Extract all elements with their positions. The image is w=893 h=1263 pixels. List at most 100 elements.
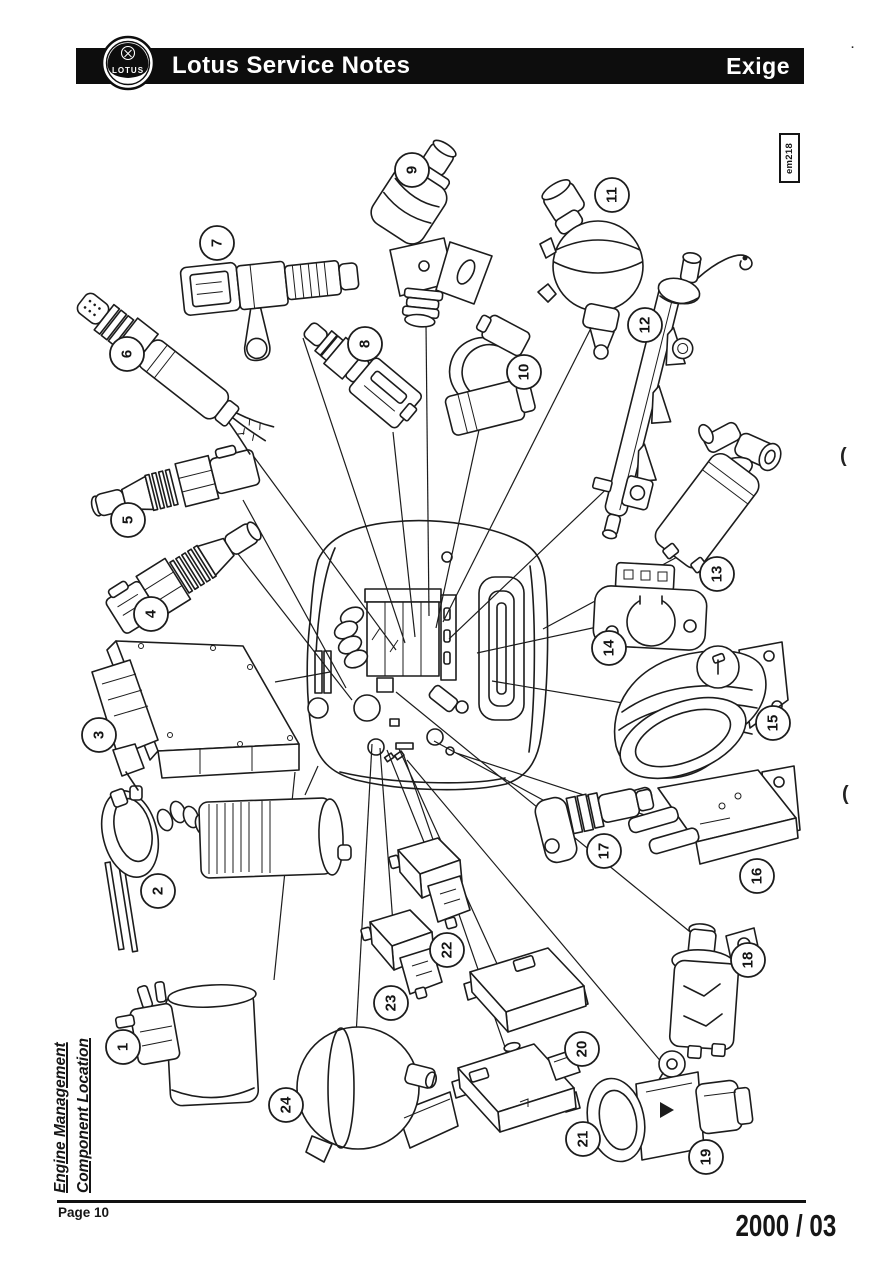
part-12-fuel-rail-drawing xyxy=(591,252,753,540)
model-badge: Exige xyxy=(726,53,790,79)
callout-number: 21 xyxy=(575,1131,592,1148)
callout-2: 2 xyxy=(140,873,176,909)
callout-number: 10 xyxy=(516,364,533,381)
part-11-pressure-regulator-drawing xyxy=(537,179,644,360)
callout-number: 16 xyxy=(749,868,766,885)
callout-circle xyxy=(564,1031,600,1067)
part-2-fuel-pump-drawing xyxy=(100,785,352,953)
callout-number: 17 xyxy=(596,843,613,860)
part-14-throttle-position-sensor-drawing xyxy=(592,561,708,651)
part-22-relay-drawing xyxy=(388,837,471,930)
callout-circle xyxy=(506,354,542,390)
issue-number: 2000 / 03 xyxy=(735,1208,836,1243)
callout-circle xyxy=(594,177,630,213)
scan-tick-mark: · xyxy=(851,42,855,54)
leader-line xyxy=(302,337,406,644)
part-20-relay-module-drawing xyxy=(463,947,589,1033)
callout-number: 8 xyxy=(357,340,374,348)
callout-number: 18 xyxy=(740,952,757,969)
section-title-line2: Component Location xyxy=(75,1038,92,1193)
callout-14: 14 xyxy=(591,630,627,666)
callout-number: 1 xyxy=(115,1043,132,1051)
callout-21: 21 xyxy=(565,1121,601,1157)
part-1-canister-drawing xyxy=(114,980,260,1107)
leader-line xyxy=(406,759,664,1065)
callout-number: 14 xyxy=(601,639,618,656)
callout-18: 18 xyxy=(730,942,766,978)
leader-line xyxy=(448,477,619,640)
callout-number: 13 xyxy=(709,566,726,583)
callout-number: 19 xyxy=(698,1149,715,1166)
callout-circle xyxy=(730,942,766,978)
lotus-logo-text: LOTUS xyxy=(112,66,144,75)
callout-circle xyxy=(565,1121,601,1157)
callout-circle xyxy=(109,336,145,372)
engine-assembly-drawing xyxy=(306,519,549,791)
leader-line xyxy=(355,743,373,1037)
leader-line xyxy=(392,431,416,638)
figure-code-box: em218 xyxy=(779,133,800,183)
callout-circle xyxy=(347,326,383,362)
callout-number: 4 xyxy=(143,609,160,618)
callout-circle xyxy=(755,705,791,741)
leader-line xyxy=(476,626,598,654)
footer-rule xyxy=(57,1200,806,1203)
leader-line xyxy=(379,747,394,925)
callout-circle xyxy=(268,1087,304,1123)
part-4-temp-sensor-drawing xyxy=(105,521,262,634)
callout-16: 16 xyxy=(739,858,775,894)
callout-6: 6 xyxy=(109,336,145,372)
leader-line xyxy=(274,671,331,683)
callout-number: 24 xyxy=(278,1096,295,1113)
part-23-relay-drawing xyxy=(360,909,443,1000)
callout-20: 20 xyxy=(564,1031,600,1067)
section-title: Engine Management Component Location xyxy=(49,1038,95,1193)
callout-19: 19 xyxy=(688,1139,724,1175)
callout-circle xyxy=(105,1029,141,1065)
leader-line xyxy=(386,749,429,853)
callout-circle xyxy=(699,556,735,592)
callout-3: 3 xyxy=(81,717,117,753)
callout-number: 15 xyxy=(765,715,782,732)
callout-24: 24 xyxy=(268,1087,304,1123)
part-3-ecu-drawing xyxy=(91,640,300,791)
callout-11: 11 xyxy=(594,177,630,213)
part-7-cam-sensor-drawing xyxy=(179,260,360,362)
callout-number: 7 xyxy=(209,239,226,247)
leader-line xyxy=(234,549,353,701)
callout-number: 5 xyxy=(120,516,137,524)
callout-8: 8 xyxy=(347,326,383,362)
callout-12: 12 xyxy=(627,307,663,343)
leader-line xyxy=(425,323,430,617)
callout-number: 23 xyxy=(383,995,400,1012)
callout-circle xyxy=(688,1139,724,1175)
part-10-knock-sensor-drawing xyxy=(444,314,536,436)
callout-23: 23 xyxy=(373,985,409,1021)
callout-circle xyxy=(373,985,409,1021)
leader-line xyxy=(442,329,591,623)
part-21-relay-module-drawing xyxy=(451,1041,581,1133)
part-24-vacuum-reservoir-drawing xyxy=(296,1026,459,1163)
callout-number: 12 xyxy=(637,317,654,334)
scan-paren-upper: ( xyxy=(840,445,847,467)
callout-circle xyxy=(429,932,465,968)
part-19-sensor-drawing xyxy=(586,1050,754,1163)
callout-number: 2 xyxy=(150,887,167,895)
callout-circle xyxy=(591,630,627,666)
page-title: Lotus Service Notes xyxy=(172,52,411,79)
callout-5: 5 xyxy=(110,502,146,538)
callout-circle xyxy=(586,833,622,869)
scan-paren-lower: ( xyxy=(842,783,849,805)
callout-10: 10 xyxy=(506,354,542,390)
header-bar: Lotus Service Notes Exige xyxy=(76,48,804,84)
page-number: Page 10 xyxy=(58,1205,110,1220)
callout-circle xyxy=(140,873,176,909)
callout-number: 9 xyxy=(404,166,421,174)
part-15-throttle-body-drawing xyxy=(613,641,789,780)
callout-number: 20 xyxy=(574,1041,591,1058)
part-16-ignition-coil-drawing xyxy=(601,765,801,865)
callout-circle xyxy=(81,717,117,753)
